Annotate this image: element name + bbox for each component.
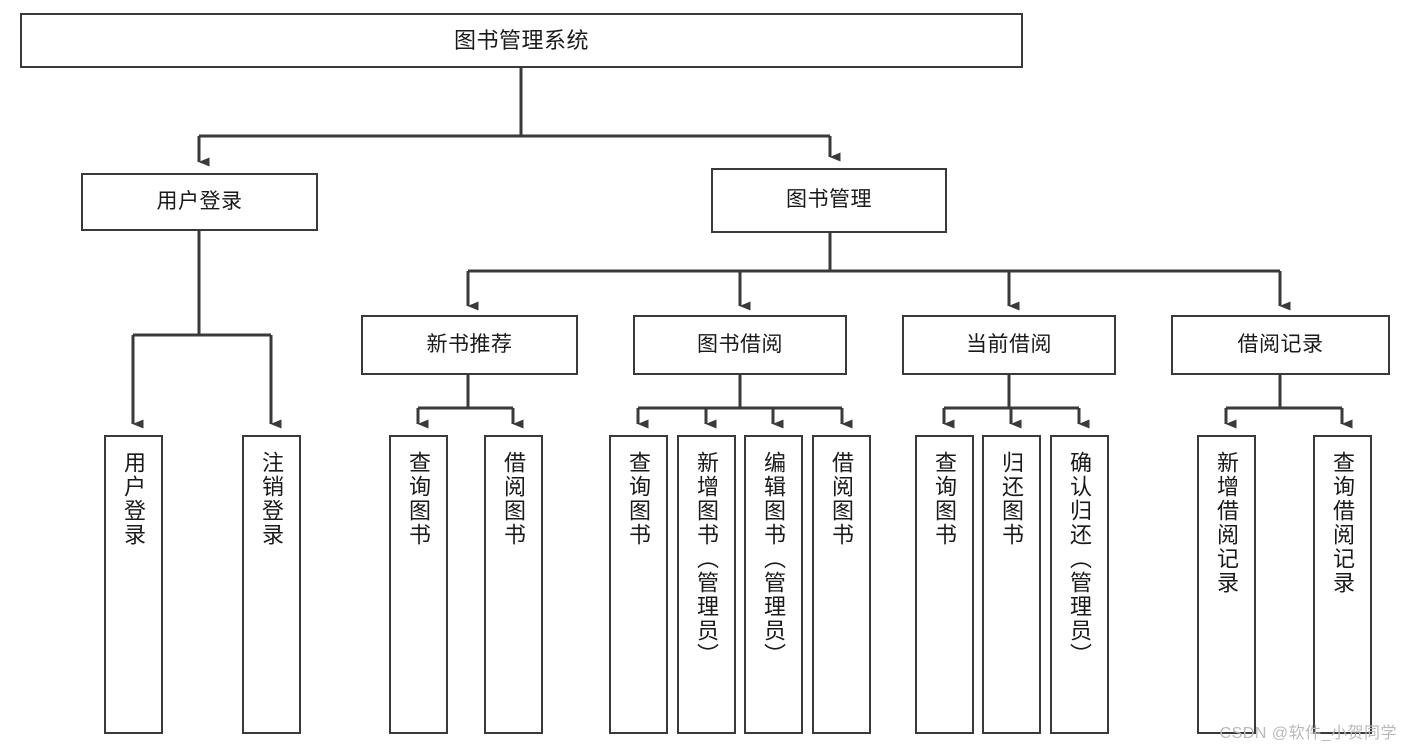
node-new-book-recommend[interactable]: 新书推荐 bbox=[361, 315, 578, 375]
node-label: 借阅图书 bbox=[501, 451, 527, 547]
node-leaf-return-book[interactable]: 归还图书 bbox=[982, 435, 1041, 734]
node-label: 借阅记录 bbox=[1237, 332, 1324, 356]
node-book-management-system[interactable]: 图书管理系统 bbox=[20, 13, 1023, 68]
node-label: 新增图书（管理员） bbox=[694, 451, 720, 667]
node-leaf-query-borrow-record[interactable]: 查询借阅记录 bbox=[1313, 435, 1372, 734]
node-book-borrow[interactable]: 图书借阅 bbox=[633, 315, 847, 375]
node-leaf-logout-login[interactable]: 注销登录 bbox=[242, 435, 301, 734]
node-label: 用户登录 bbox=[121, 451, 147, 547]
node-leaf-edit-book[interactable]: 编辑图书（管理员） bbox=[744, 435, 803, 734]
node-label: 注销登录 bbox=[259, 451, 285, 547]
node-borrow-record[interactable]: 借阅记录 bbox=[1171, 315, 1390, 375]
node-leaf-query-book-recommend[interactable]: 查询图书 bbox=[389, 435, 448, 734]
node-label: 查询图书 bbox=[626, 451, 652, 547]
node-label: 确认归还（管理员） bbox=[1067, 451, 1093, 667]
node-label: 图书借阅 bbox=[697, 332, 783, 356]
node-label: 图书管理 bbox=[786, 188, 872, 212]
node-leaf-confirm-return[interactable]: 确认归还（管理员） bbox=[1050, 435, 1109, 734]
node-label: 新增借阅记录 bbox=[1214, 451, 1240, 595]
node-user-login[interactable]: 用户登录 bbox=[81, 173, 318, 231]
node-leaf-borrow-book-recommend[interactable]: 借阅图书 bbox=[484, 435, 543, 734]
node-label: 查询图书 bbox=[932, 451, 958, 547]
node-leaf-query-book-borrow[interactable]: 查询图书 bbox=[609, 435, 668, 734]
node-label: 当前借阅 bbox=[966, 332, 1052, 356]
node-label: 查询图书 bbox=[406, 451, 432, 547]
node-leaf-user-login[interactable]: 用户登录 bbox=[104, 435, 163, 734]
node-label: 归还图书 bbox=[999, 451, 1025, 547]
node-leaf-add-borrow-record[interactable]: 新增借阅记录 bbox=[1197, 435, 1256, 734]
node-book-manage[interactable]: 图书管理 bbox=[711, 168, 947, 233]
node-leaf-add-book[interactable]: 新增图书（管理员） bbox=[677, 435, 736, 734]
node-label: 新书推荐 bbox=[426, 332, 513, 356]
node-current-borrow[interactable]: 当前借阅 bbox=[902, 315, 1116, 375]
node-label: 图书管理系统 bbox=[453, 27, 589, 53]
node-label: 编辑图书（管理员） bbox=[761, 451, 787, 667]
node-leaf-borrow-book[interactable]: 借阅图书 bbox=[812, 435, 871, 734]
node-label: 用户登录 bbox=[156, 189, 243, 213]
node-leaf-query-book-current[interactable]: 查询图书 bbox=[915, 435, 974, 734]
node-label: 查询借阅记录 bbox=[1330, 451, 1356, 595]
node-label: 借阅图书 bbox=[829, 451, 855, 547]
